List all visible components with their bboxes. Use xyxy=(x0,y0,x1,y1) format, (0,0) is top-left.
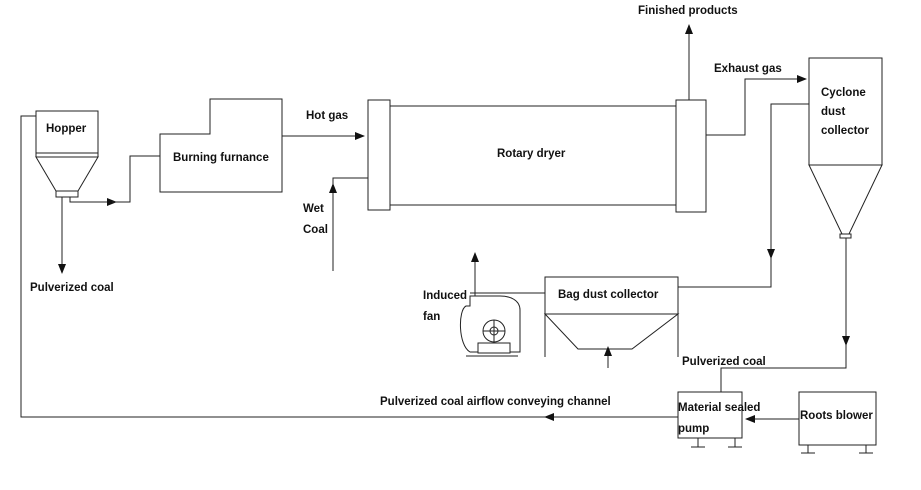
airflow-channel-line xyxy=(20,115,678,418)
cyclone-label-line1: Cyclone xyxy=(821,87,866,99)
hopper-to-furnace-arrow xyxy=(69,197,117,206)
bag-dust-collector-unit xyxy=(543,276,680,357)
induced-label: Induced xyxy=(423,290,467,302)
airflow-channel-label: Pulverized coal airflow conveying channe… xyxy=(380,396,611,408)
hopper-unit xyxy=(35,110,99,198)
wet-coal-feed-line xyxy=(332,177,368,271)
hopper-to-furnace-line xyxy=(112,155,160,203)
rotary-dryer-label: Rotary dryer xyxy=(497,148,566,160)
pump-label: pump xyxy=(678,423,709,435)
induced-fan-unit xyxy=(460,295,521,357)
cyclone-label-line3: collector xyxy=(821,125,869,137)
burning-furnace-label: Burning furnance xyxy=(173,152,269,164)
fan-label: fan xyxy=(423,311,440,323)
pulverized-coal-left-label: Pulverized coal xyxy=(30,282,114,294)
cyclone-label-line2: dust xyxy=(821,106,845,118)
hot-gas-label: Hot gas xyxy=(306,110,348,122)
roots-blower-label: Roots blower xyxy=(800,410,873,422)
roots-blower-unit xyxy=(798,391,877,454)
bag-dust-collector-label: Bag dust collector xyxy=(558,289,659,301)
coal-label: Coal xyxy=(303,224,328,236)
material-sealed-pump-unit xyxy=(677,391,743,448)
cyclone-dust-collector-unit xyxy=(808,57,883,239)
burning-furnace-unit xyxy=(159,98,283,193)
rotary-dryer-unit xyxy=(367,99,707,213)
wet-label: Wet xyxy=(303,203,324,215)
pulverized-coal-right-label: Pulverized coal xyxy=(682,356,766,368)
cyclone-to-pump-line xyxy=(720,238,847,392)
material-sealed-label: Material sealed xyxy=(678,402,760,414)
hopper-label: Hopper xyxy=(46,123,87,135)
finished-products-label: Finished products xyxy=(638,5,738,17)
exhaust-gas-label: Exhaust gas xyxy=(714,63,782,75)
cyclone-to-bag-line xyxy=(678,103,809,288)
exhaust-gas-arrow xyxy=(706,75,807,136)
